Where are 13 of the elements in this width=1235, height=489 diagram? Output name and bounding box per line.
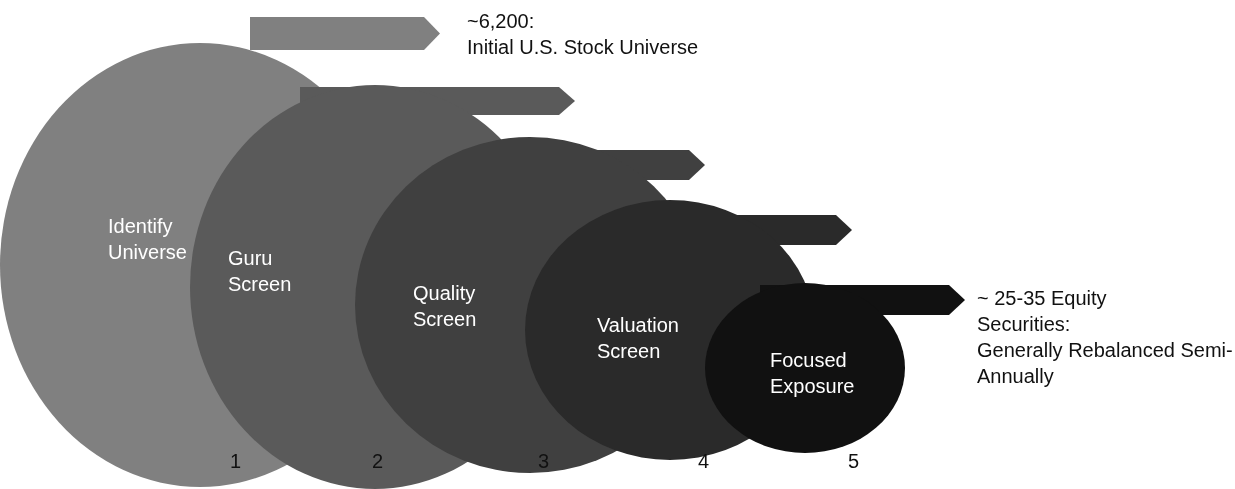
stage-label: Quality Screen <box>413 281 478 332</box>
stage-label: Guru Screen <box>228 246 293 297</box>
step-number: 1 <box>230 450 242 473</box>
stage-label: Focused Exposure <box>770 348 856 399</box>
stage-label: Valuation Screen <box>597 313 680 364</box>
step-number: 2 <box>372 450 384 473</box>
step-number: 5 <box>848 450 860 473</box>
annotation-text: Generally Rebalanced Semi-Annually <box>977 338 1234 389</box>
annotation-text: ~ 25-35 Equity Securities: <box>977 286 1108 337</box>
step-number: 4 <box>698 450 710 473</box>
stage-label: Identify Universe <box>108 214 188 265</box>
annotation-text: ~6,200: <box>467 9 535 34</box>
annotation-text: Initial U.S. Stock Universe <box>467 35 699 60</box>
